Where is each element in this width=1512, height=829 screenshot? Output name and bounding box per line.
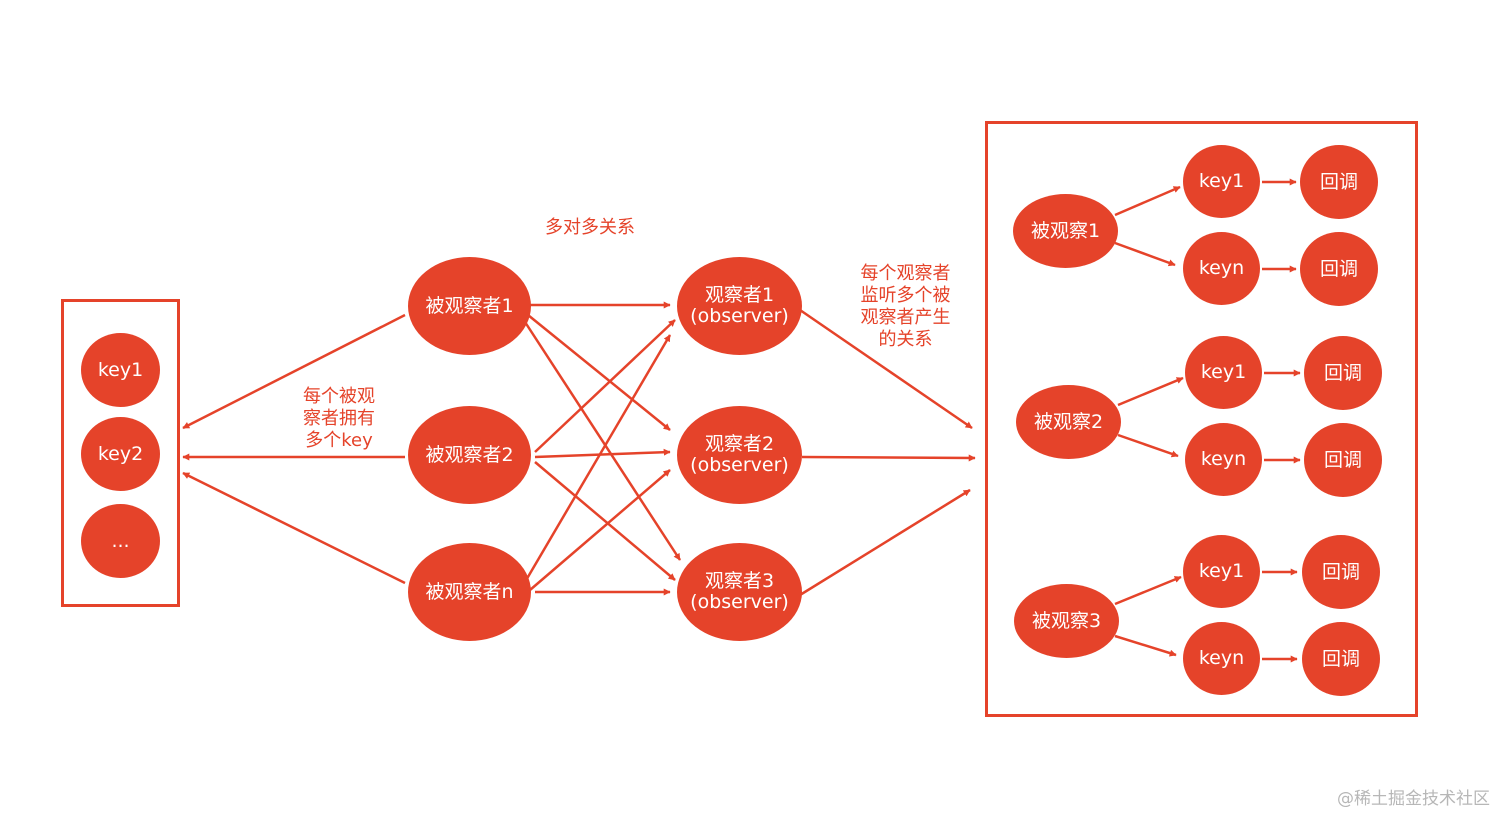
arrow-obsn-to-obs2: [529, 469, 671, 591]
arrow-observer2-to-panel: [801, 454, 976, 462]
observer-listens-note: 每个观察者 监听多个被 观察者产生 的关系: [860, 263, 951, 350]
callback-node: 回调: [1302, 535, 1380, 609]
callback-node: 回调: [1304, 336, 1382, 410]
watermark: @稀土掘金技术社区: [1337, 789, 1490, 809]
panel-key-node: key1: [1183, 145, 1260, 218]
observer-title: 观察者3: [704, 570, 775, 592]
observer-subtitle: (observer): [690, 305, 789, 327]
panel-observable-node: 被观察1: [1013, 194, 1118, 268]
panel-observable-node: 被观察2: [1016, 385, 1121, 459]
observable-label: 被观察者n: [425, 580, 514, 603]
observable-label: 被观察者2: [425, 443, 514, 466]
panel-observable-node: 被观察3: [1014, 584, 1119, 658]
observable-node: 被观察者1: [408, 257, 531, 355]
observer-subtitle: (observer): [690, 454, 789, 476]
observer-subtitle: (observer): [690, 591, 789, 613]
observer-node: 观察者2 (observer): [677, 406, 802, 504]
keys-box: [61, 299, 180, 607]
arrow-g1-to-keyn: [1114, 241, 1176, 267]
arrow-observer3-to-panel: [799, 488, 971, 597]
arrow-obs2-to-obs1: [534, 319, 676, 453]
observer-node: 观察者1 (observer): [677, 257, 802, 355]
arrow-obs2-to-obs3: [534, 461, 676, 581]
arrow-obs2-to-obs2: [534, 448, 671, 459]
arrow-obsn-to-obs1: [523, 334, 672, 583]
key-label: key2: [97, 442, 144, 465]
callback-node: 回调: [1302, 622, 1380, 696]
observable-node: 被观察者n: [408, 543, 531, 641]
arrow-g2-to-key1: [1117, 376, 1184, 407]
arrow-g2-to-keyn: [1117, 433, 1179, 458]
arrow-obs1-to-obs3: [523, 321, 682, 561]
observable-node: 被观察者2: [408, 406, 531, 504]
key-label: ...: [111, 529, 130, 552]
callback-node: 回调: [1300, 145, 1378, 219]
panel-key-node: key1: [1183, 535, 1260, 608]
observer-title: 观察者2: [704, 433, 775, 455]
panel-key-node: keyn: [1183, 622, 1260, 695]
key-node: ...: [81, 504, 160, 578]
observable-keys-note: 每个被观 察者拥有 多个key: [303, 386, 375, 451]
observer-node: 观察者3 (observer): [677, 543, 802, 641]
arrow-g3-to-key1: [1114, 575, 1182, 606]
key-node: key2: [81, 417, 160, 491]
key-node: key1: [81, 333, 160, 407]
callback-panel: [985, 121, 1418, 717]
panel-key-node: key1: [1185, 336, 1262, 409]
callback-node: 回调: [1300, 232, 1378, 306]
arrow-g3-to-keyn: [1114, 634, 1177, 657]
arrow-obsn-to-keys: [182, 471, 406, 585]
arrow-obs1-to-obs2: [527, 314, 671, 431]
observer-title: 观察者1: [704, 284, 775, 306]
arrow-obs1-to-keys: [182, 313, 406, 430]
observable-label: 被观察者1: [425, 294, 514, 317]
panel-key-node: keyn: [1185, 423, 1262, 496]
arrow-observer1-to-panel: [799, 308, 973, 430]
key-label: key1: [97, 358, 144, 381]
callback-node: 回调: [1304, 423, 1382, 497]
many-to-many-label: 多对多关系: [545, 217, 635, 238]
panel-key-node: keyn: [1183, 232, 1260, 305]
arrow-g1-to-key1: [1114, 185, 1181, 217]
